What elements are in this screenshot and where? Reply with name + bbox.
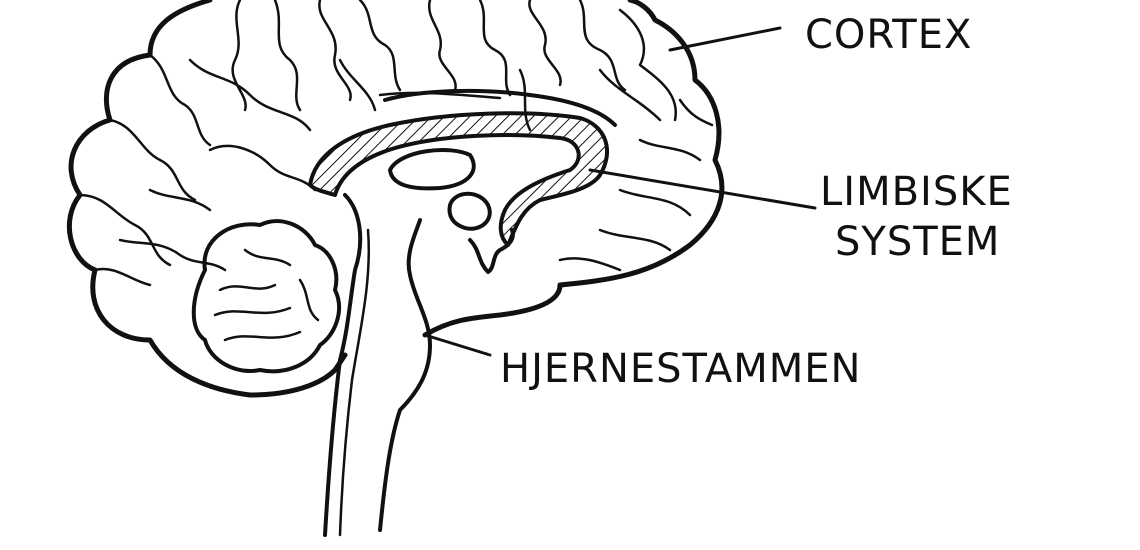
cerebellum-folds [213, 248, 320, 342]
corpus-callosum [383, 88, 617, 127]
fornix [388, 148, 476, 191]
hippocampus [447, 191, 492, 231]
brainstem [323, 193, 432, 537]
brainstem-leader-line [423, 333, 492, 357]
cortex-label: CORTEX [805, 12, 972, 58]
limbic-leader-line [588, 168, 817, 210]
cortex-leader-line [668, 26, 782, 52]
amygdala-tail [468, 228, 515, 274]
limbic-system-label-line2: SYSTEM [835, 219, 1000, 265]
limbic-system-label-line1: LIMBISKE [820, 169, 1013, 215]
cerebellum [191, 219, 341, 374]
limbic-system [308, 111, 610, 247]
brainstem-label: HJERNESTAMMEN [500, 346, 861, 392]
cortex-gyri [78, 0, 714, 287]
cerebrum-outline [66, 0, 725, 398]
brainstem-inner-line [338, 228, 371, 537]
